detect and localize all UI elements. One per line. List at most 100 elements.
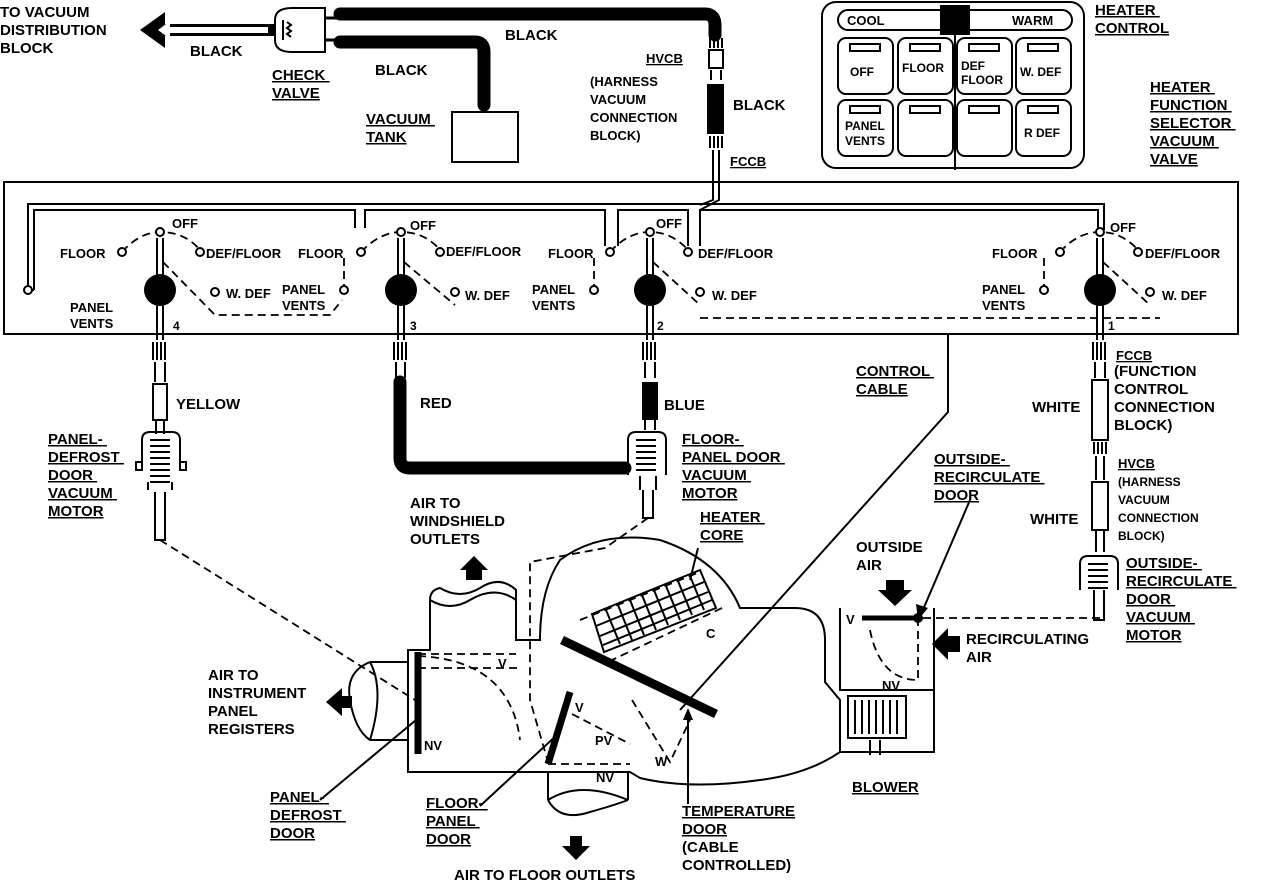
button-r-def[interactable]: R DEF (1015, 99, 1072, 157)
floor-air-arrow (562, 836, 590, 860)
outside-recirc-door-label: OUTSIDE- RECIRCULATE DOOR (934, 451, 1045, 504)
w-def-label-4: W. DEF (226, 286, 271, 301)
yellow-hose-label: YELLOW (176, 396, 241, 413)
vacuum-manifold (27, 203, 1105, 290)
recirc-air-arrow (932, 628, 960, 660)
cool-label: COOL (847, 13, 885, 28)
yellow-hose (152, 342, 168, 434)
svg-text:VENTS: VENTS (845, 134, 885, 148)
w-def-label-2: W. DEF (712, 288, 757, 303)
w-def-label-3: W. DEF (465, 288, 510, 303)
blower-label: BLOWER (852, 779, 919, 796)
black-hose-label-4: BLACK (733, 97, 786, 114)
recirc-air-label: RECIRCULATING AIR (966, 631, 1093, 666)
blower-nv-label: NV (882, 678, 900, 693)
svg-text:FLOOR: FLOOR (902, 61, 944, 75)
def-floor-label-4: DEF/FLOOR (206, 246, 282, 261)
control-cable (679, 44, 956, 711)
to-vacuum-block-label: TO VACUUM DISTRIBUTION BLOCK (0, 4, 111, 57)
white-hose (1091, 342, 1109, 552)
panel-defrost-door-label: PANEL- DEFROST DOOR (270, 789, 346, 842)
blower-v-label: V (846, 612, 855, 627)
air-windshield-label: AIR TO WINDSHIELD OUTLETS (410, 495, 509, 548)
button-w-def[interactable]: W. DEF (1015, 37, 1072, 95)
warm-label: WARM (1012, 13, 1053, 28)
svg-text:PANEL: PANEL (845, 119, 885, 133)
button-def-floor[interactable]: DEF FLOOR (956, 37, 1013, 95)
temperature-slider-knob[interactable] (940, 5, 970, 35)
check-valve-label: CHECK VALVE (272, 67, 330, 102)
hvcb-top-desc: (HARNESS VACUUM CONNECTION BLOCK) (590, 74, 681, 143)
port-number-3: 3 (410, 319, 417, 333)
floor-panel-door (544, 690, 574, 766)
black-hose-tank (333, 35, 491, 112)
fccb-right-label: FCCB (1116, 348, 1152, 363)
door-v-label-1: V (498, 656, 507, 671)
selector-valve-housing (3, 181, 1239, 335)
black-hose-label-2: BLACK (505, 27, 558, 44)
fccb-top-label: FCCB (730, 154, 766, 169)
outside-recirc-vacuum-motor (1079, 555, 1119, 621)
heater-control-panel (821, 1, 1085, 169)
svg-text:OFF: OFF (850, 65, 874, 79)
vacuum-block-arrow (140, 12, 275, 48)
off-label-3: OFF (410, 218, 436, 233)
door-pv-label: PV (595, 733, 613, 748)
button-blank-2[interactable] (956, 99, 1013, 157)
vacuum-tank-label: VACUUM TANK (366, 111, 435, 146)
off-label-2: OFF (656, 216, 682, 231)
hvcb-top-label: HVCB (646, 51, 683, 66)
port-number-2: 2 (657, 319, 664, 333)
button-blank-1[interactable] (897, 99, 954, 157)
panel-defrost-vacuum-motor (135, 431, 187, 541)
door-nv-label-1: NV (424, 738, 442, 753)
red-hose (393, 342, 632, 475)
svg-text:W. DEF: W. DEF (1020, 65, 1061, 79)
floor-label-3: FLOOR (298, 246, 344, 261)
hvcb-right-desc: (HARNESS VACUUM CONNECTION BLOCK) (1118, 475, 1202, 543)
button-floor[interactable]: FLOOR (897, 37, 954, 95)
control-buttons: OFF FLOOR DEF FLOOR W. DEF PANEL VENTS (837, 37, 1072, 157)
panel-vents-label-2: PANEL VENTS (532, 282, 578, 313)
valve-section-4 (23, 227, 343, 340)
control-cable-label: CONTROL CABLE (856, 363, 934, 398)
valve-section-3 (339, 227, 460, 340)
panel-vents-label-1: PANEL VENTS (982, 282, 1028, 313)
hvcb-top-connector (699, 38, 724, 211)
windshield-air-arrow (460, 556, 488, 580)
heater-function-label: HEATER FUNCTION SELECTOR VACUUM VALVE (1150, 79, 1236, 168)
hvcb-right-label: HVCB (1118, 456, 1155, 471)
heater-core (590, 568, 718, 654)
valve-section-1 (700, 227, 1160, 340)
panel-vents-label-4: PANEL VENTS (70, 300, 116, 331)
off-label-1: OFF (1110, 220, 1136, 235)
panel-vents-label-3: PANEL VENTS (282, 282, 328, 313)
port-number-1: 1 (1108, 319, 1115, 333)
blue-hose-label: BLUE (664, 397, 705, 414)
temperature-door (560, 635, 718, 719)
blower-fan (847, 695, 907, 739)
black-hose-top (333, 7, 722, 42)
blue-hose (642, 342, 658, 430)
floor-label-1: FLOOR (992, 246, 1038, 261)
outside-air-label: OUTSIDE AIR (856, 539, 927, 574)
button-off[interactable]: OFF (837, 37, 894, 95)
button-panel-vents[interactable]: PANEL VENTS (837, 99, 894, 157)
floor-panel-door-label: FLOOR- PANEL DOOR (426, 795, 488, 848)
floor-label-4: FLOOR (60, 246, 106, 261)
black-hose-label-1: BLACK (190, 43, 243, 60)
heater-core-label: HEATER CORE (700, 509, 765, 544)
port-number-4: 4 (173, 319, 180, 333)
air-instrument-label: AIR TO INSTRUMENT PANEL REGISTERS (208, 667, 311, 738)
core-c-label: C (706, 626, 716, 641)
door-nv-label-2: NV (596, 770, 614, 785)
outside-recirc-motor-label: OUTSIDE- RECIRCULATE DOOR VACUUM MOTOR (1126, 555, 1237, 644)
white-hose-label-1: WHITE (1032, 399, 1080, 416)
svg-text:R DEF: R DEF (1024, 126, 1060, 140)
valve-section-2 (589, 227, 705, 340)
floor-panel-motor-label: FLOOR- PANEL DOOR VACUUM MOTOR (682, 431, 785, 502)
white-hose-label-2: WHITE (1030, 511, 1078, 528)
floor-label-2: FLOOR (548, 246, 594, 261)
off-label-4: OFF (172, 216, 198, 231)
